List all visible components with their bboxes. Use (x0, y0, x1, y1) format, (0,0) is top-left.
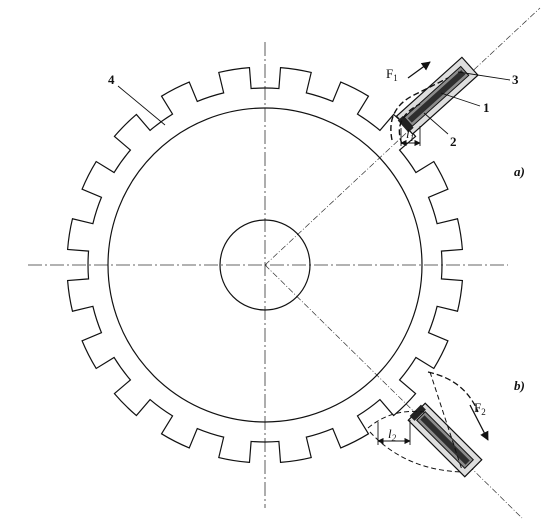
sensor-top-swing-path (390, 77, 449, 141)
gear-root-circle (107, 107, 423, 423)
label-part-2: 2 (450, 134, 457, 149)
label-case-a: a) (514, 164, 525, 179)
leader-part-1 (440, 92, 481, 107)
diagonal-axis-lower (264, 264, 523, 519)
label-part-4: 4 (108, 72, 115, 87)
gear-hub (219, 219, 311, 311)
leader-part-4 (117, 85, 166, 126)
label-force-top: F1 (386, 66, 398, 83)
label-part-1: 1 (483, 100, 490, 115)
label-part-3: 3 (512, 72, 519, 87)
label-force-bottom: F2 (474, 400, 486, 417)
leader-part-3 (457, 71, 511, 81)
label-gap-top: l1 (406, 126, 414, 143)
leader-part-2 (423, 112, 449, 135)
gear-toothed-rim (66, 66, 464, 464)
force-bottom-arrow (469, 404, 489, 441)
label-case-b: b) (514, 378, 525, 393)
force-top-arrow (407, 61, 431, 79)
sensor-top (395, 56, 479, 135)
diagonal-axis-upper (264, 7, 541, 266)
sensor-bottom-swing-line-1 (429, 371, 463, 471)
sensor-bottom (407, 402, 483, 478)
label-gap-bottom: l2 (388, 426, 397, 443)
